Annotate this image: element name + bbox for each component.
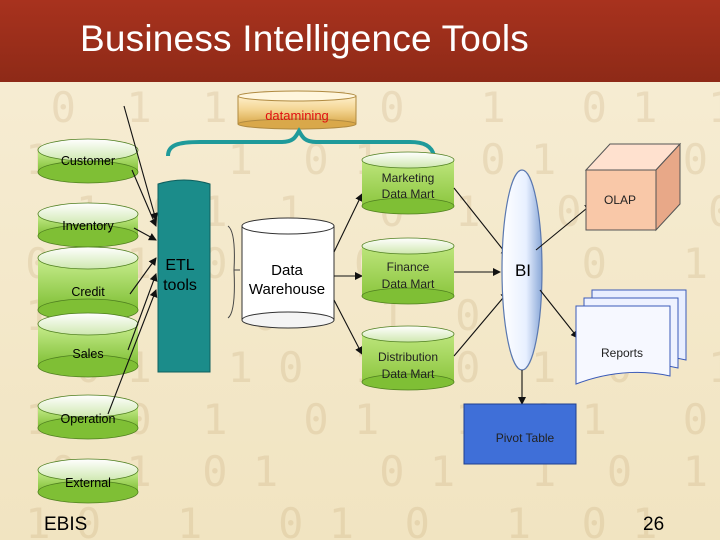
- page-number: 26: [643, 514, 665, 535]
- olap-cube: OLAP: [584, 142, 682, 232]
- data-warehouse: Data Warehouse: [241, 217, 335, 329]
- source-customer-label: Customer: [61, 154, 115, 168]
- page-title: Business Intelligence Tools: [80, 18, 529, 59]
- source-credit-label: Credit: [71, 285, 105, 299]
- source-operation-label: Operation: [61, 412, 116, 426]
- etl-tools: ETL tools: [157, 179, 211, 373]
- source-to-etl-arrows: [107, 105, 158, 415]
- etl-label-line1: ETL: [165, 257, 194, 274]
- warehouse-to-marts-arrows: [333, 193, 363, 355]
- distribution-label-line2: Data Mart: [382, 367, 435, 381]
- source-inventory: Inventory: [37, 202, 139, 248]
- reports-label: Reports: [601, 346, 643, 360]
- source-external: External: [37, 458, 139, 504]
- etl-warehouse-connector: [227, 225, 240, 319]
- bi-label: BI: [515, 261, 531, 280]
- footer-ebis: EBIS: [44, 514, 88, 535]
- finance-data-mart: Finance Data Mart: [361, 237, 455, 305]
- source-customer: Customer: [37, 138, 139, 184]
- marts-to-bi-arrows: [453, 187, 509, 357]
- etl-label-line2: tools: [163, 277, 197, 294]
- datamining-cylinder: datamining: [237, 90, 357, 130]
- bi-lens: BI: [501, 169, 543, 371]
- reports-document-stack: Reports: [575, 289, 687, 385]
- source-sales: Sales: [37, 312, 139, 378]
- finance-label-line2: Data Mart: [382, 277, 435, 291]
- warehouse-label-line1: Data: [271, 262, 303, 279]
- datamining-brace: [166, 127, 436, 157]
- distribution-label-line1: Distribution: [378, 350, 438, 364]
- bi-to-outputs-arrows: [518, 203, 593, 405]
- olap-label: OLAP: [604, 193, 636, 207]
- source-sales-label: Sales: [72, 347, 103, 361]
- pivot-table: Pivot Table: [463, 403, 577, 465]
- marketing-label-line2: Data Mart: [382, 187, 435, 201]
- datamining-label: datamining: [265, 108, 329, 123]
- source-credit: Credit: [37, 246, 139, 322]
- distribution-data-mart: Distribution Data Mart: [361, 325, 455, 391]
- marketing-data-mart: Marketing Data Mart: [361, 151, 455, 215]
- warehouse-label-line2: Warehouse: [249, 281, 325, 298]
- source-operation: Operation: [37, 394, 139, 440]
- source-external-label: External: [65, 476, 111, 490]
- pivot-label: Pivot Table: [496, 431, 555, 445]
- finance-label-line1: Finance: [387, 260, 430, 274]
- marketing-label-line1: Marketing: [382, 171, 435, 185]
- source-inventory-label: Inventory: [62, 219, 114, 233]
- title-band: Business Intelligence Tools: [0, 0, 720, 82]
